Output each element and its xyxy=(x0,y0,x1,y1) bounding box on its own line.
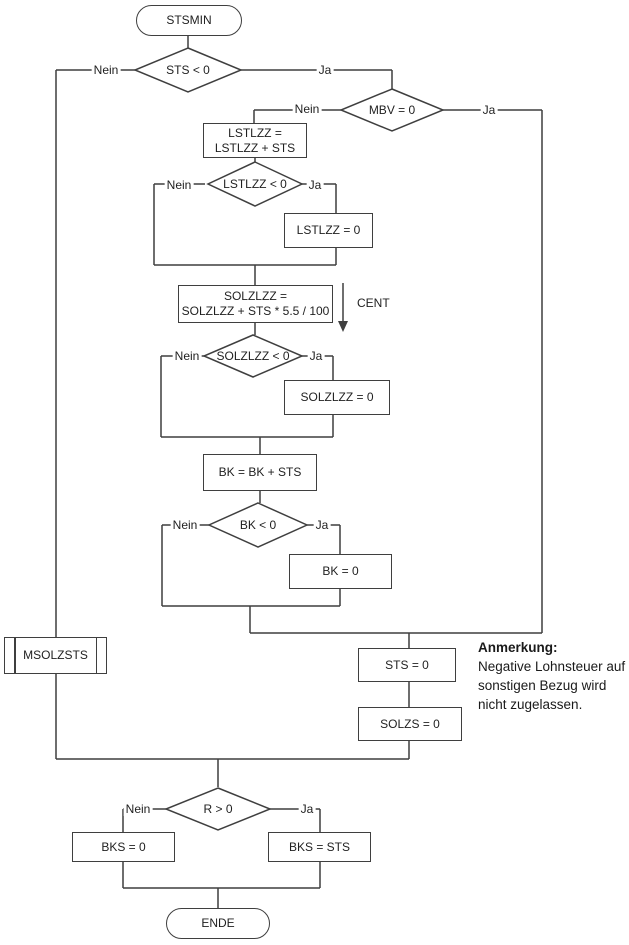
process-bk-add: BK = BK + STS xyxy=(203,454,317,491)
process-bks-sts: BKS = STS xyxy=(268,832,371,862)
cent-annotation-label: CENT xyxy=(357,296,390,310)
process-lstlzz-add: LSTLZZ = LSTLZZ + STS xyxy=(203,123,307,158)
connector-lines xyxy=(55,36,543,908)
decision-diamonds xyxy=(133,47,445,831)
decision-lstlzz-shape xyxy=(206,161,304,207)
edge-label-ja-sts: Ja xyxy=(316,63,334,77)
end-terminator: ENDE xyxy=(166,908,270,939)
decision-mbv-label: MBV = 0 xyxy=(368,103,416,117)
decision-solzlzz-label: SOLZLZZ < 0 xyxy=(216,349,290,363)
edge-label-ja-solzlzz: Ja xyxy=(307,349,325,363)
edge-label-ja-lstlzz: Ja xyxy=(306,178,324,192)
note-title: Anmerkung: xyxy=(478,640,558,655)
decision-solzlzz-shape xyxy=(202,334,304,378)
edge-label-ja-bk: Ja xyxy=(313,518,331,532)
subroutine-msolzsts-label: MSOLZSTS xyxy=(23,648,88,662)
cent-arrowhead-icon xyxy=(338,321,348,332)
process-lstlzz-zero: LSTLZZ = 0 xyxy=(284,213,373,248)
edge-label-nein-lstlzz: Nein xyxy=(164,178,194,192)
edge-label-ja-mbv: Ja xyxy=(480,103,498,117)
subroutine-msolzsts: MSOLZSTS xyxy=(4,637,107,674)
process-solzlzz-add: SOLZLZZ = SOLZLZZ + STS * 5.5 / 100 xyxy=(178,285,333,323)
edge-label-nein-r: Nein xyxy=(123,802,153,816)
edge-label-nein-sts: Nein xyxy=(91,63,121,77)
process-sts-zero: STS = 0 xyxy=(358,648,456,682)
process-solzs-zero: SOLZS = 0 xyxy=(358,707,462,741)
decision-r-label: R > 0 xyxy=(203,802,233,816)
subroutine-right-bar xyxy=(95,638,97,673)
process-solzlzz-zero: SOLZLZZ = 0 xyxy=(284,380,390,415)
process-bks-zero: BKS = 0 xyxy=(72,832,175,862)
edge-label-ja-r: Ja xyxy=(298,802,316,816)
edge-label-nein-bk: Nein xyxy=(170,518,200,532)
edge-label-nein-mbv: Nein xyxy=(292,102,322,116)
decision-bk-label: BK < 0 xyxy=(239,518,277,532)
note-block: Anmerkung: Negative Lohnsteuer auf sonst… xyxy=(478,638,629,714)
decision-mbv-shape xyxy=(339,88,445,132)
start-terminator: STSMIN xyxy=(136,5,242,36)
note-body: Negative Lohnsteuer auf sonstigen Bezug … xyxy=(478,659,626,712)
decision-bk-shape xyxy=(207,502,309,548)
decision-sts-shape xyxy=(133,47,243,93)
edge-label-nein-solzlzz: Nein xyxy=(172,349,202,363)
decision-lstlzz-label: LSTLZZ < 0 xyxy=(223,177,287,191)
decision-sts-label: STS < 0 xyxy=(166,63,210,77)
subroutine-left-bar xyxy=(14,638,16,673)
process-bk-zero: BK = 0 xyxy=(289,554,392,589)
decision-r-shape xyxy=(163,787,273,831)
